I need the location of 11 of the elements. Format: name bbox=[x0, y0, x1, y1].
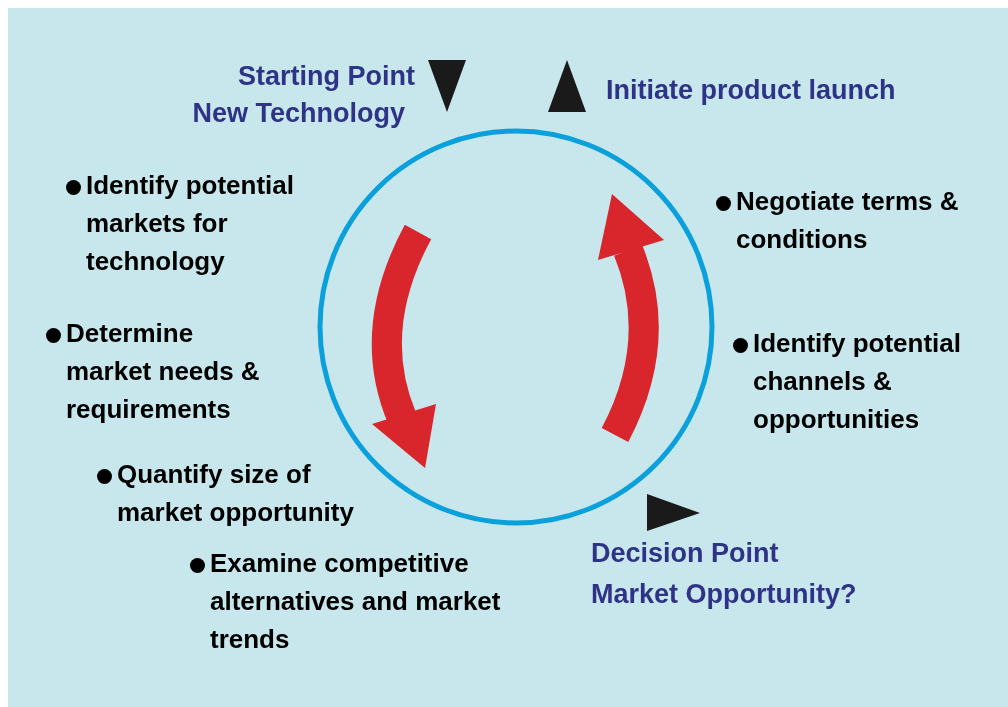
bullet-text: Quantify size of market opportunity bbox=[117, 458, 355, 529]
bullet-text: Identify potential markets for technology bbox=[86, 169, 295, 278]
bullet-text: Negotiate terms & conditions bbox=[736, 185, 960, 256]
bullet-text: Identify potential channels & opportunities bbox=[753, 327, 962, 436]
bullet-text: Examine competitive alternatives and market trends bbox=[210, 547, 502, 656]
heading-text: New Technology bbox=[191, 97, 405, 130]
heading-text: Initiate product launch bbox=[606, 74, 897, 107]
heading-text: Decision Point bbox=[591, 537, 780, 570]
heading-text: Starting Point bbox=[237, 60, 415, 93]
bullet-text: Determine market needs & requirements bbox=[66, 317, 261, 426]
heading-text: Market Opportunity? bbox=[591, 578, 858, 611]
